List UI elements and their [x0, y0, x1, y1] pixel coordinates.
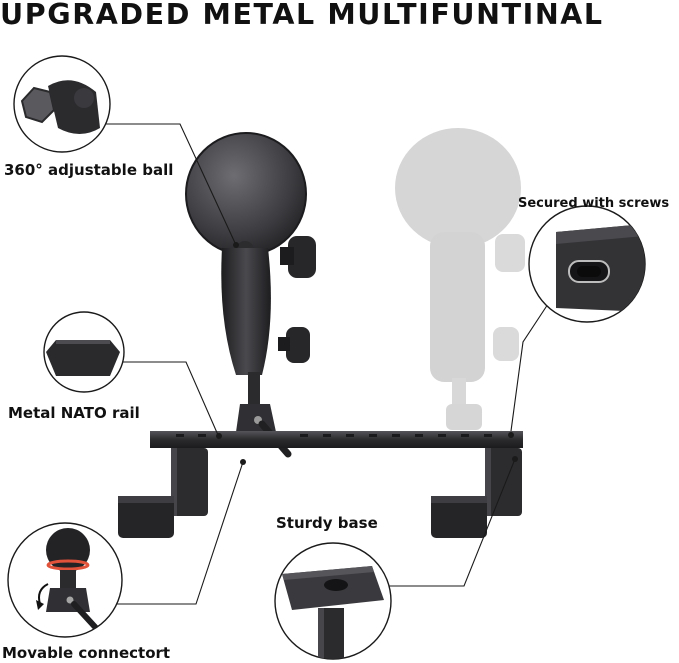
- callout-circle-base: [274, 542, 392, 660]
- ghost-mount-illustration: [395, 128, 525, 430]
- callout-leader-lines: [104, 123, 549, 605]
- page-title: UPGRADED METAL MULTIFUNTINAL: [0, 0, 604, 31]
- right-base-illustration: [431, 448, 522, 538]
- callout-circle-screws: [528, 205, 646, 323]
- callout-label-ball: 360° adjustable ball: [4, 161, 174, 179]
- callout-label-nato-rail: Metal NATO rail: [8, 404, 140, 422]
- callout-circle-ball: [13, 55, 111, 153]
- callout-label-sturdy-base: Sturdy base: [276, 514, 378, 532]
- callout-label-movable-connector: Movable connectort: [2, 644, 171, 662]
- callout-circle-connector: [7, 522, 123, 638]
- left-base-illustration: [118, 448, 208, 538]
- callout-circle-nato: [43, 311, 125, 393]
- nato-rail-illustration: [150, 431, 523, 448]
- callout-dots: [216, 242, 518, 465]
- callout-label-screws: Secured with screws: [518, 196, 670, 211]
- magnetic-mount-illustration: [185, 132, 316, 458]
